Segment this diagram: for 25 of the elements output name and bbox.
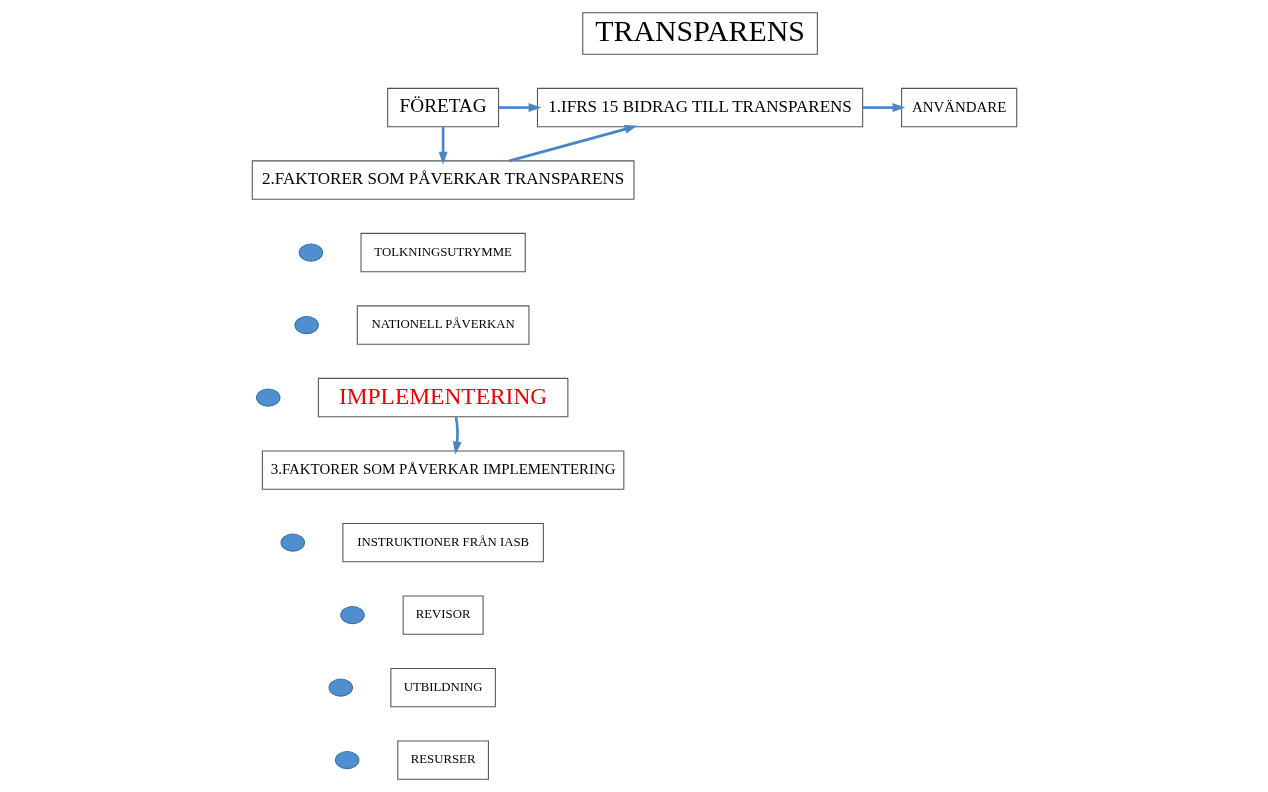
node-box: ANVÄNDARE (900, 87, 1017, 128)
node-box: 1.IFRS 15 BIDRAG TILL TRANSPARENS (536, 87, 863, 128)
arrow (862, 103, 905, 113)
arrow (508, 124, 637, 163)
arrow (498, 103, 541, 113)
node-circle (293, 316, 319, 335)
node-box: INSTRUKTIONER FRÅN IASB (341, 522, 544, 563)
node-circle (280, 533, 305, 552)
node-box: NATIONELL PÅVERKAN (356, 305, 529, 345)
node-circle (298, 243, 323, 262)
arrow (438, 127, 448, 165)
node-circle (339, 606, 365, 625)
node-box: REVISOR (402, 595, 484, 635)
node-box: 2.FAKTORER SOM PÅVERKAR TRANSPARENS (251, 160, 634, 200)
node-box: FÖRETAG (386, 87, 499, 128)
node-circle (328, 678, 353, 697)
node-box: 3.FAKTORER SOM PÅVERKAR IMPLEMENTERING (261, 450, 624, 490)
node-circle (334, 751, 359, 770)
node-box: IMPLEMENTERING (317, 377, 568, 418)
node-box: TOLKNINGSUTRYMME (360, 232, 526, 273)
node-box: RESURSER (396, 740, 489, 780)
node-box: TRANSPARENS (581, 12, 818, 55)
node-box: UTBILDNING (389, 667, 496, 708)
arrow (452, 416, 462, 455)
node-circle (255, 388, 281, 407)
